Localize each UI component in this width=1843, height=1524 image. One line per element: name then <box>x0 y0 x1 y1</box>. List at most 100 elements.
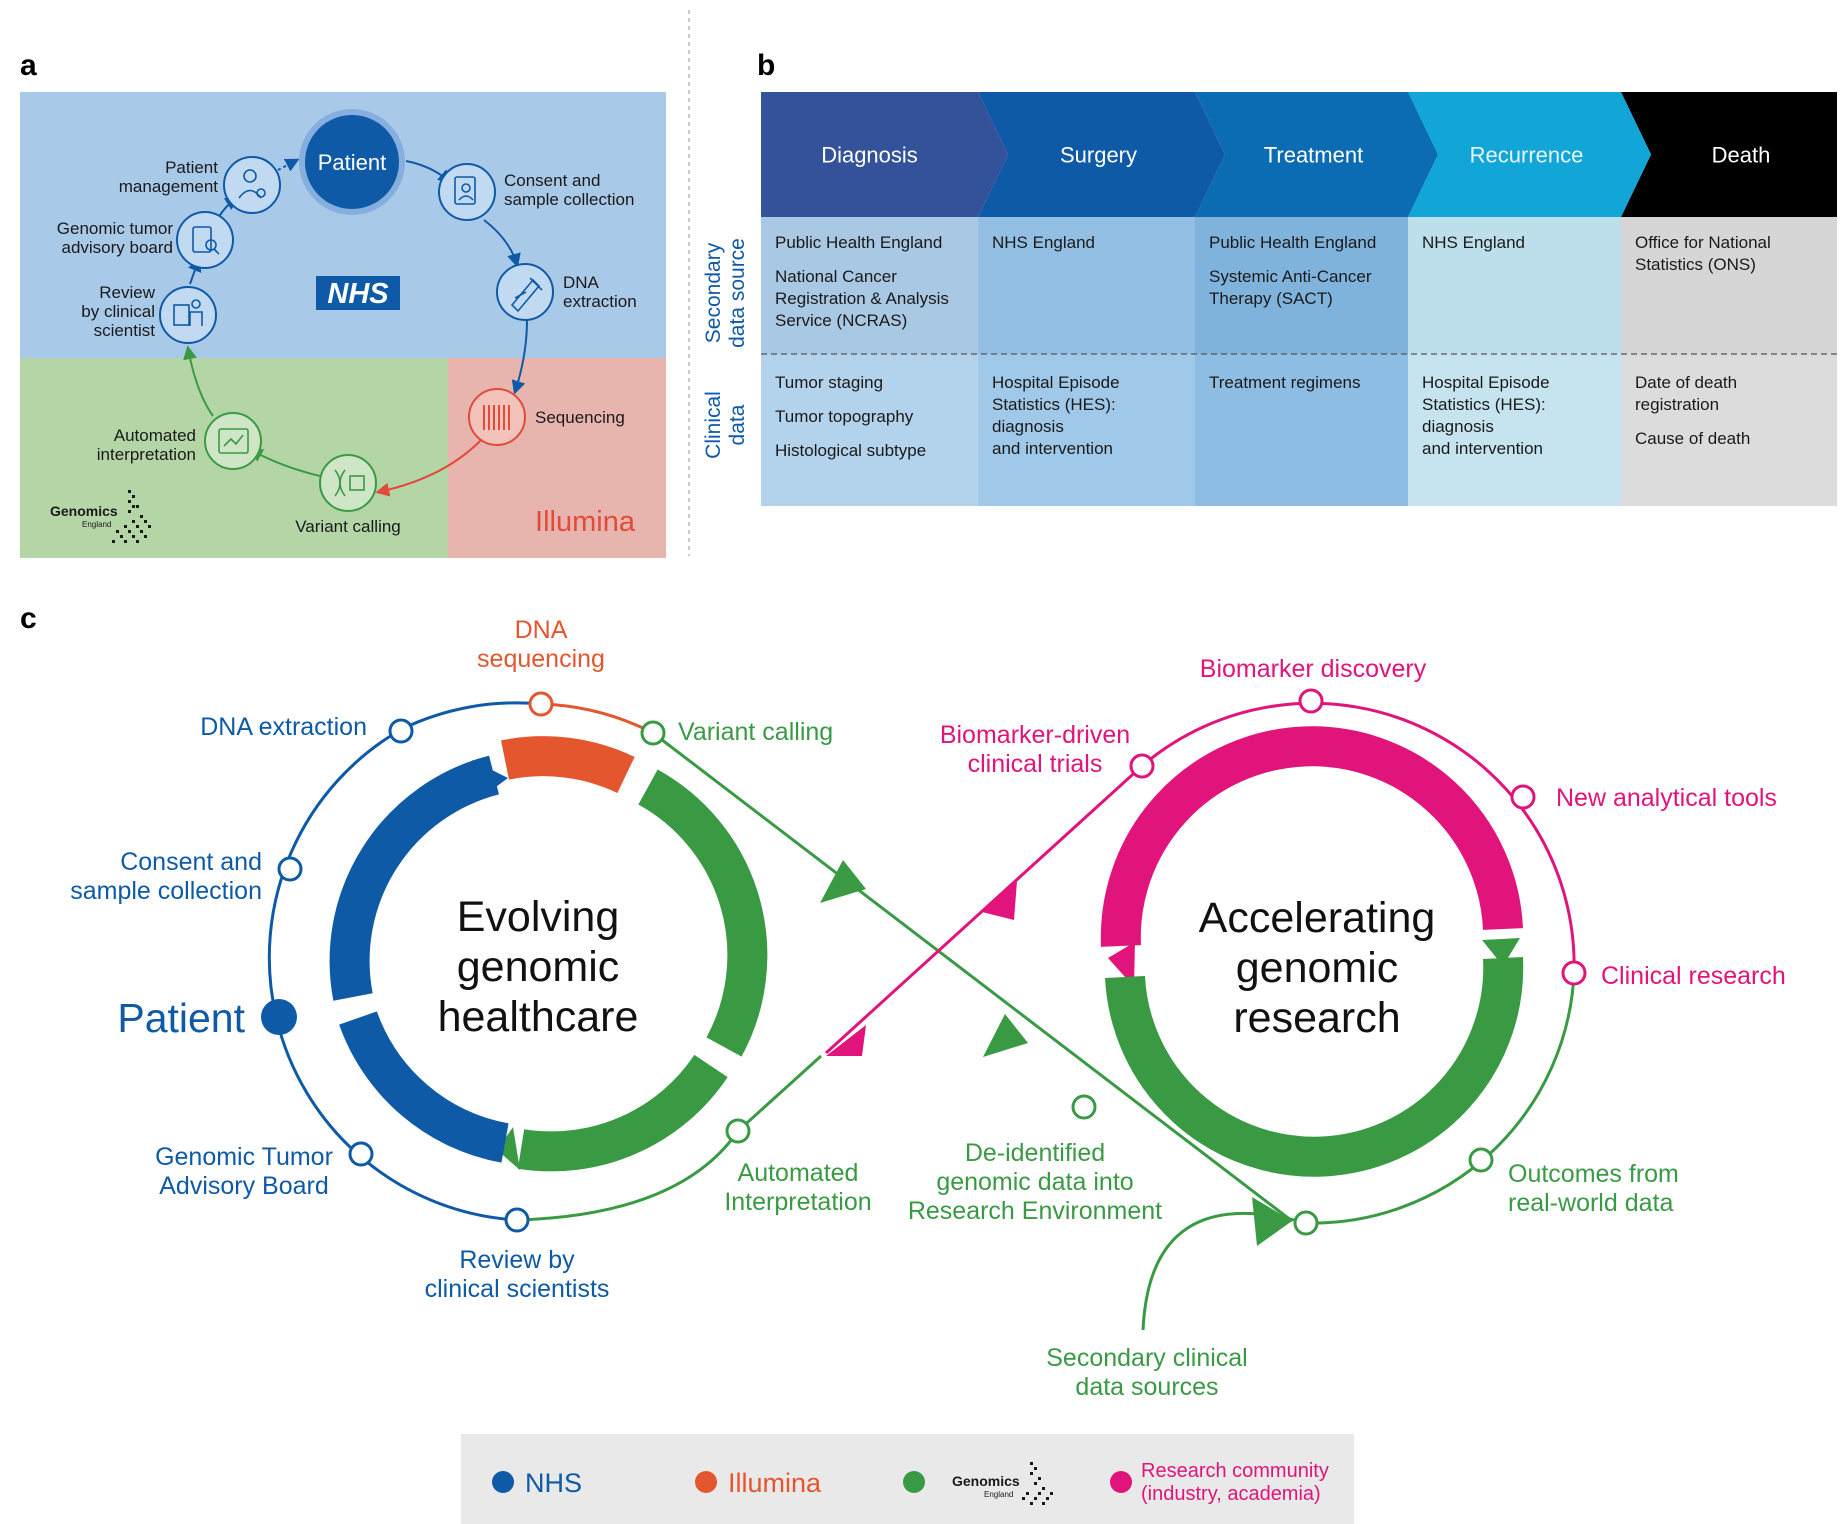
text-line: DNA extraction <box>200 713 367 741</box>
inner-ring-arrow-research <box>1108 942 1135 987</box>
text-line: Clinical research <box>1601 962 1786 990</box>
person-search-icon <box>238 169 266 199</box>
panel-a-letter: a <box>20 49 37 82</box>
text-line: Automated <box>114 426 196 445</box>
stage-chevron <box>1195 92 1438 217</box>
cell-text: NHS England <box>992 233 1095 252</box>
step-label-sequencing: Sequencing <box>535 408 625 427</box>
inner-ring-arrow-genomics-research <box>1482 938 1520 966</box>
text-line: Consent and <box>120 848 262 876</box>
text-line: DNA <box>563 273 600 292</box>
patient-circle <box>305 115 399 209</box>
cell-text-line: Treatment regimens <box>1209 373 1360 392</box>
secondary-cell <box>1621 217 1837 354</box>
svg-text:England: England <box>82 520 111 529</box>
crossing-line-green <box>652 731 1293 1223</box>
text-line: Patient <box>165 158 218 177</box>
text-line: Accelerating <box>1199 894 1436 942</box>
document-search-icon <box>192 226 220 255</box>
text-line: data <box>726 404 749 445</box>
text-line: Research Environment <box>908 1197 1162 1225</box>
text-line: Review by <box>459 1246 575 1274</box>
row-label-clinical: Clinicaldata <box>702 391 749 459</box>
text-line: genomic data into <box>936 1168 1133 1196</box>
cell-text-line: registration <box>1635 395 1719 414</box>
cell-text: Treatment regimens <box>1209 373 1360 392</box>
cell-text-line: Tumor topography <box>775 407 914 426</box>
cell-text-line: Statistics (HES): <box>992 395 1116 414</box>
patient-center-label: Patient <box>318 150 387 175</box>
node-consent <box>277 856 303 882</box>
text-line: Biomarker discovery <box>1200 655 1427 683</box>
genomics-england-logo: Genomics England <box>50 490 151 543</box>
text-line: Genomic tumor <box>57 219 174 238</box>
cell-text: NHS England <box>1422 233 1525 252</box>
nhs-logo: NHS <box>316 276 400 310</box>
text-line: Outcomes from <box>1508 1160 1679 1188</box>
secondary-sources-line <box>1141 1211 1307 1331</box>
text-line: Variant calling <box>295 517 401 536</box>
panel-b-letter: b <box>757 49 775 82</box>
node-secondary-sources <box>1293 1210 1319 1236</box>
stage-label: Treatment <box>1264 143 1363 168</box>
node-patient <box>261 999 297 1035</box>
label-new-tools: New analytical tools <box>1556 784 1777 812</box>
inner-ring-genomics-bottom <box>517 1054 728 1172</box>
cell-text-line: NHS England <box>1422 233 1525 252</box>
cell-text: Cause of death <box>1635 429 1750 448</box>
svg-text:Genomics: Genomics <box>952 1473 1020 1489</box>
cell-text-line: NHS England <box>992 233 1095 252</box>
legend: NHS Illumina Genomics England Research c… <box>461 1434 1354 1524</box>
report-icon <box>218 428 249 454</box>
cell-text-line: Tumor staging <box>775 373 883 392</box>
cell-text-line: Office for National <box>1635 233 1771 252</box>
outer-ring-illumina <box>540 702 654 735</box>
cell-text-line: Cause of death <box>1635 429 1750 448</box>
scientist-icon <box>173 299 203 326</box>
label-variant-calling: Variant calling <box>678 718 833 746</box>
node-new-tools <box>1510 784 1536 810</box>
legend-label-nhs: NHS <box>525 1468 582 1498</box>
clinical-cell <box>761 354 978 506</box>
secondary-cell <box>1195 217 1408 354</box>
secondary-cell <box>978 217 1195 354</box>
inner-ring-research <box>1100 726 1523 947</box>
text-line: Variant calling <box>678 718 833 746</box>
cell-text-line: Hospital Episode <box>992 373 1120 392</box>
cell-text-line: Statistics (ONS) <box>1635 255 1756 274</box>
crossing-line-green-lower <box>736 1054 823 1133</box>
text-line: Automated <box>738 1159 859 1187</box>
flow-arrow-consent-dna <box>483 219 521 268</box>
node-variant-calling <box>640 720 666 746</box>
text-line: clinical scientists <box>425 1275 610 1303</box>
node-automated <box>725 1118 751 1144</box>
cell-text-line: diagnosis <box>1422 417 1494 436</box>
node-clinical-research <box>1561 960 1587 986</box>
inner-ring-illumina <box>501 736 635 794</box>
text-line: data source <box>726 238 749 348</box>
flow-arrow-sequencing-variant <box>375 437 484 497</box>
label-biomarker-discovery: Biomarker discovery <box>1200 655 1427 683</box>
legend-swatch-nhs <box>492 1471 514 1493</box>
cell-text-line: Registration & Analysis <box>775 289 949 308</box>
label-dna-extraction: DNA extraction <box>200 713 367 741</box>
secondary-cell <box>761 217 978 354</box>
text-line: Secondary clinical <box>1046 1344 1248 1372</box>
